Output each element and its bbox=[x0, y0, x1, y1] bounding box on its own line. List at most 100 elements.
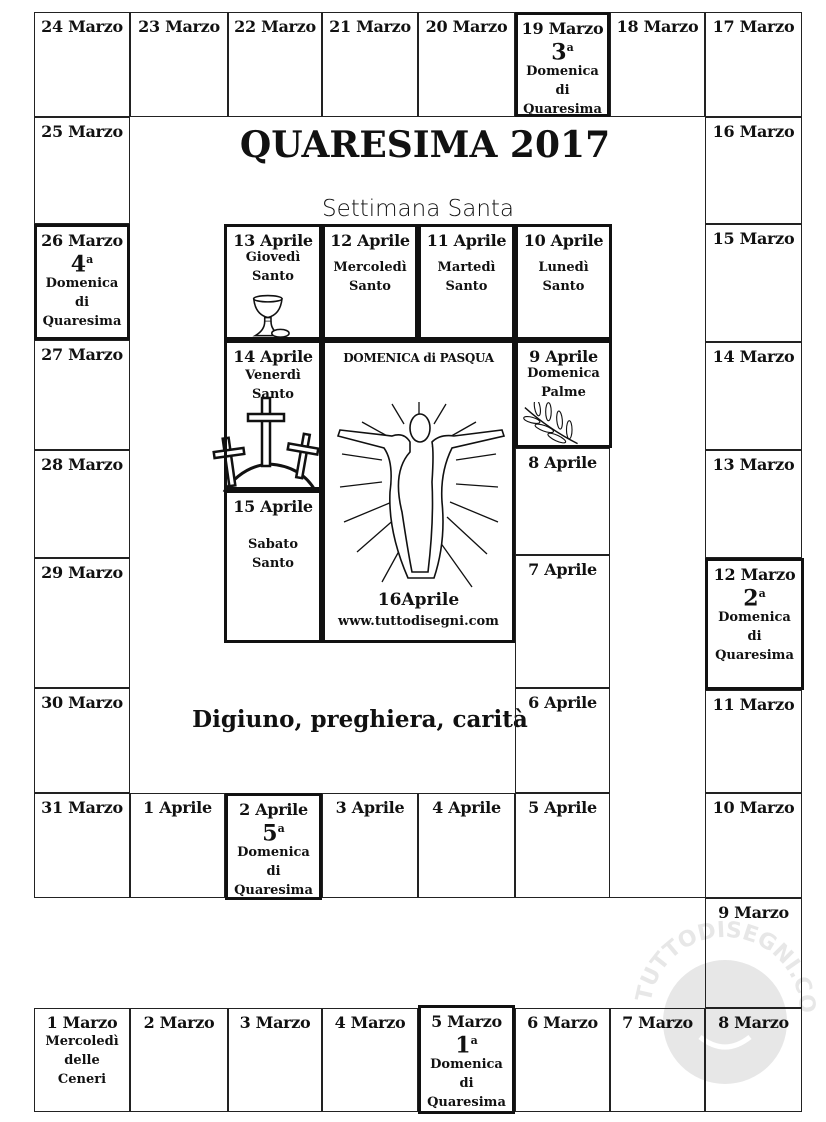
calendar-day-4-aprile[interactable]: 4 Aprile bbox=[418, 793, 515, 898]
day-note: Domenica di Quaresima bbox=[427, 1057, 506, 1111]
ordinal-suffix: a bbox=[758, 587, 766, 600]
calendar-day-7-aprile[interactable]: 7 Aprile bbox=[515, 555, 610, 688]
ordinal-number: 5 bbox=[262, 820, 278, 847]
day-date: 4 Aprile bbox=[432, 798, 501, 817]
day-date: 10 Marzo bbox=[712, 798, 795, 817]
ordinal-number: 1 bbox=[455, 1032, 471, 1059]
day-date: 26 Marzo bbox=[41, 231, 123, 250]
day-date: 12 Marzo bbox=[713, 565, 796, 584]
calendar-day-6-marzo[interactable]: 6 Marzo bbox=[515, 1008, 610, 1112]
calendar-day-31-marzo[interactable]: 31 Marzo bbox=[34, 793, 130, 898]
ordinal-number: 2 bbox=[743, 585, 759, 612]
calendar-day-6-aprile[interactable]: 6 Aprile bbox=[515, 688, 610, 793]
day-date: 25 Marzo bbox=[41, 122, 123, 141]
day-date: 27 Marzo bbox=[41, 345, 123, 364]
calendar-day-13-marzo[interactable]: 13 Marzo bbox=[705, 450, 802, 558]
day-date: 15 Aprile bbox=[233, 497, 313, 516]
day-date: 22 Marzo bbox=[234, 17, 316, 36]
calendar-day-10-marzo[interactable]: 10 Marzo bbox=[705, 793, 802, 898]
calendar-day-7-marzo[interactable]: 7 Marzo bbox=[610, 1008, 705, 1112]
calendar-day-28-marzo[interactable]: 28 Marzo bbox=[34, 450, 130, 558]
day-date: 30 Marzo bbox=[41, 693, 123, 712]
day-note: Giovedì Santo bbox=[245, 250, 301, 284]
calendar-day-15-aprile[interactable]: 15 Aprile Sabato Santo bbox=[224, 490, 322, 643]
calendar-day-15-marzo[interactable]: 15 Marzo bbox=[705, 224, 802, 342]
calendar-day-17-marzo[interactable]: 17 Marzo bbox=[705, 12, 802, 117]
day-note: Domenica di Quaresima bbox=[234, 845, 313, 899]
day-date: 19 Marzo bbox=[521, 19, 604, 38]
sunday-ordinal: 4a bbox=[37, 250, 127, 278]
day-date: 5 Aprile bbox=[528, 798, 597, 817]
day-date: 10 Aprile bbox=[523, 231, 604, 250]
day-date: 11 Aprile bbox=[426, 231, 507, 250]
calendar-day-21-marzo[interactable]: 21 Marzo bbox=[322, 12, 418, 117]
day-date: 2 Aprile bbox=[239, 800, 308, 819]
calendar-day-8-marzo[interactable]: 8 Marzo bbox=[705, 1008, 802, 1112]
day-date: 15 Marzo bbox=[712, 229, 795, 248]
day-date: 4 Marzo bbox=[334, 1013, 406, 1032]
calendar-day-27-marzo[interactable]: 27 Marzo bbox=[34, 340, 130, 450]
calendar-day-domenica-di-pasqua[interactable]: DOMENICA di PASQUA bbox=[322, 340, 515, 643]
day-note: Sabato Santo bbox=[247, 537, 298, 571]
day-date: 9 Aprile bbox=[529, 347, 598, 366]
day-date: 5 Marzo bbox=[431, 1012, 502, 1031]
calendar-day-24-marzo[interactable]: 24 Marzo bbox=[34, 12, 130, 117]
calendar-day-4-marzo[interactable]: 4 Marzo bbox=[322, 1008, 418, 1112]
day-date: 3 Aprile bbox=[335, 798, 405, 817]
day-note: Venerdì Santo bbox=[245, 368, 301, 402]
calendar-day-20-marzo[interactable]: 20 Marzo bbox=[418, 12, 515, 117]
day-note: Domenica di Quaresima bbox=[42, 276, 122, 330]
calendar-day-5-aprile[interactable]: 5 Aprile bbox=[515, 793, 610, 898]
day-date: DOMENICA di PASQUA bbox=[343, 351, 494, 365]
calendar-day-22-marzo[interactable]: 22 Marzo bbox=[228, 12, 322, 117]
day-date: 6 Marzo bbox=[527, 1013, 598, 1032]
calendar-day-3-marzo[interactable]: 3 Marzo bbox=[228, 1008, 322, 1112]
sunday-ordinal: 2a bbox=[708, 584, 801, 612]
day-date: 31 Marzo bbox=[41, 798, 123, 817]
day-date: 1 Aprile bbox=[143, 798, 212, 817]
calendar-day-14-marzo[interactable]: 14 Marzo bbox=[705, 342, 802, 450]
calendar-day-1-aprile[interactable]: 1 Aprile bbox=[130, 793, 225, 898]
ordinal-suffix: a bbox=[86, 253, 94, 266]
ordinal-suffix: a bbox=[277, 822, 285, 835]
calendar-day-29-marzo[interactable]: 29 Marzo bbox=[34, 558, 130, 688]
day-date: 12 Aprile bbox=[330, 231, 410, 250]
day-date: 9 Marzo bbox=[718, 903, 789, 922]
website-link[interactable]: www.tuttodisegni.com bbox=[338, 614, 499, 629]
day-date: 3 Marzo bbox=[239, 1013, 311, 1032]
calendar-day-18-marzo[interactable]: 18 Marzo bbox=[610, 12, 705, 117]
calendar-day-3-aprile[interactable]: 3 Aprile bbox=[322, 793, 418, 898]
day-date: 6 Aprile bbox=[528, 693, 597, 712]
day-date: 20 Marzo bbox=[425, 17, 508, 36]
risen-christ-illustration bbox=[336, 402, 506, 588]
day-date: 16 Marzo bbox=[712, 122, 795, 141]
day-date: 7 Aprile bbox=[528, 560, 597, 579]
ordinal-number: 4 bbox=[70, 251, 87, 278]
day-date: 21 Marzo bbox=[329, 17, 411, 36]
day-date: 23 Marzo bbox=[138, 17, 220, 36]
calendar-day-8-aprile[interactable]: 8 Aprile bbox=[515, 448, 610, 555]
calendar-day-23-marzo[interactable]: 23 Marzo bbox=[130, 12, 228, 117]
palm-branch-icon bbox=[523, 402, 578, 445]
calendar-day-30-marzo[interactable]: 30 Marzo bbox=[34, 688, 130, 793]
calendar-day-11-marzo[interactable]: 11 Marzo bbox=[705, 690, 802, 793]
calendar-day-25-marzo[interactable]: 25 Marzo bbox=[34, 117, 130, 224]
calendar-day-16-marzo[interactable]: 16 Marzo bbox=[705, 117, 802, 224]
easter-date: 16Aprile bbox=[377, 590, 460, 610]
ordinal-number: 3 bbox=[551, 39, 567, 66]
day-date: 18 Marzo bbox=[616, 17, 699, 36]
calendar-day-9-marzo[interactable]: 9 Marzo bbox=[705, 898, 802, 1008]
calendar-day-2-marzo[interactable]: 2 Marzo bbox=[130, 1008, 228, 1112]
